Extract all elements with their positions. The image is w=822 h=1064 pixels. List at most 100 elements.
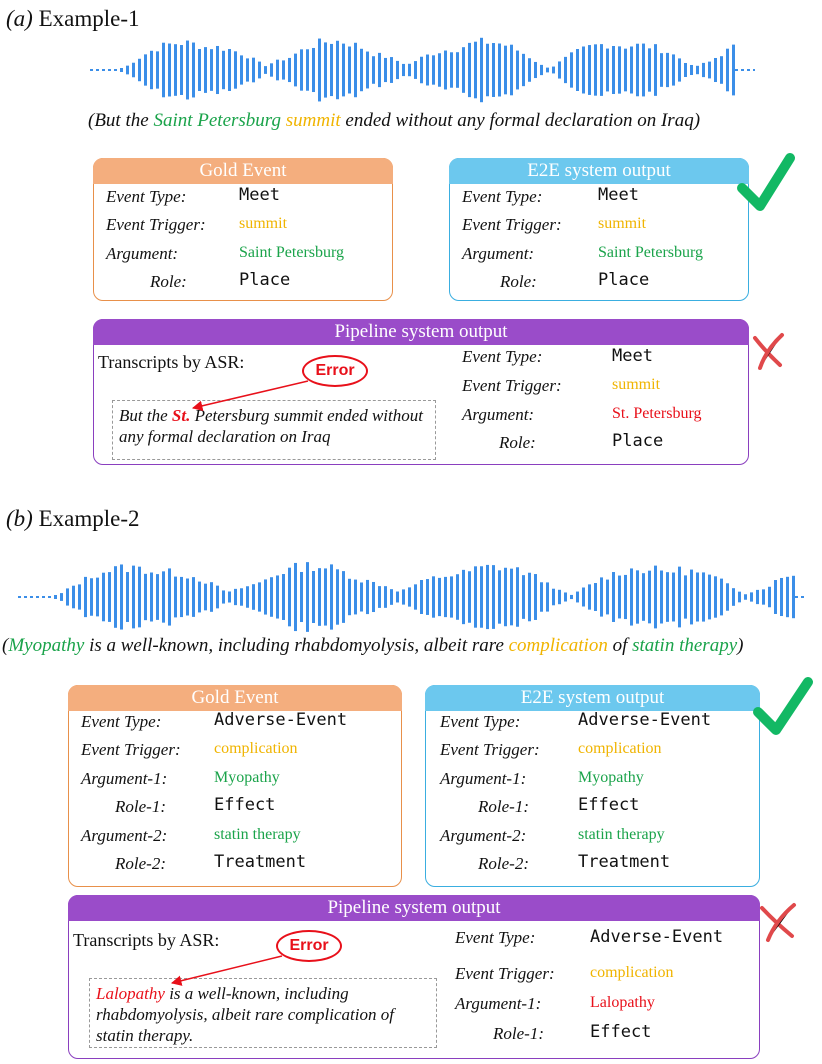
waveform-bar bbox=[462, 569, 465, 625]
waveform-bar bbox=[564, 56, 567, 84]
waveform-bar bbox=[114, 566, 117, 628]
row-value: Place bbox=[239, 270, 291, 290]
row-value: Meet bbox=[612, 346, 653, 366]
waveform-bar bbox=[354, 42, 357, 98]
row-label: Argument: bbox=[462, 244, 535, 263]
waveform-bar bbox=[210, 582, 213, 612]
waveform-bar bbox=[702, 572, 705, 622]
row-label: Event Type: bbox=[462, 187, 543, 206]
waveform-bar bbox=[300, 571, 303, 623]
row-label: Event Trigger: bbox=[106, 215, 206, 234]
waveform-bar bbox=[630, 568, 633, 626]
row-value: Myopathy bbox=[214, 769, 280, 786]
waveform-bar bbox=[84, 576, 87, 618]
waveform-bar bbox=[468, 42, 471, 98]
waveform-bar bbox=[186, 578, 189, 616]
waveform-bar bbox=[486, 43, 489, 97]
row-value: Place bbox=[598, 270, 650, 290]
waveform-bar bbox=[162, 42, 165, 98]
waveform-bar bbox=[192, 577, 195, 617]
waveform-bar bbox=[180, 576, 183, 618]
waveform-bar bbox=[60, 593, 63, 601]
waveform-bar bbox=[720, 56, 723, 84]
waveform-bar bbox=[540, 64, 543, 76]
waveform-icon bbox=[90, 37, 755, 103]
waveform-bar bbox=[396, 591, 399, 603]
waveform-bar bbox=[432, 576, 435, 618]
row-value: Effect bbox=[214, 795, 276, 815]
waveform-bar bbox=[120, 68, 123, 72]
row-value: statin therapy bbox=[578, 826, 665, 843]
waveform-bar bbox=[396, 60, 399, 80]
example-2-label: (b) Example-2 bbox=[6, 506, 140, 531]
waveform-bar bbox=[174, 44, 177, 96]
waveform-bar bbox=[372, 56, 375, 84]
waveform-bar bbox=[558, 589, 561, 605]
waveform-bar bbox=[54, 595, 57, 599]
waveform-bar bbox=[198, 581, 201, 613]
waveform-bar bbox=[366, 51, 369, 89]
waveform-bar bbox=[372, 581, 375, 613]
waveform-bar bbox=[426, 579, 429, 615]
row-value: complication bbox=[578, 740, 662, 757]
row-value: summit bbox=[239, 215, 288, 232]
waveform-bar bbox=[666, 52, 669, 88]
waveform-bar bbox=[516, 567, 519, 627]
waveform-bar bbox=[528, 572, 531, 622]
row-value: summit bbox=[612, 376, 661, 393]
waveform-bar bbox=[330, 43, 333, 97]
error-callout: Error bbox=[302, 355, 368, 387]
waveform-bar bbox=[690, 569, 693, 625]
e2e-output-box: E2E system output Event Type: Adverse-Ev… bbox=[425, 685, 760, 887]
error-callout: Error bbox=[276, 930, 342, 962]
row-label: Event Trigger: bbox=[462, 376, 562, 395]
row-label: Event Trigger: bbox=[440, 740, 540, 759]
waveform-bar bbox=[576, 591, 579, 603]
row-label: Role-1: bbox=[115, 797, 166, 816]
waveform-bar bbox=[288, 57, 291, 83]
waveform-bar bbox=[768, 586, 771, 608]
row-label: Role-1: bbox=[493, 1024, 544, 1043]
waveform-bar bbox=[222, 50, 225, 90]
waveform-bar bbox=[312, 570, 315, 624]
waveform-bar bbox=[258, 61, 261, 79]
waveform-bar bbox=[462, 47, 465, 93]
waveform-bar bbox=[690, 64, 693, 76]
row-label: Event Trigger: bbox=[81, 740, 181, 759]
waveform-bar bbox=[750, 592, 753, 602]
waveform-bar bbox=[378, 52, 381, 88]
waveform-bar bbox=[684, 62, 687, 78]
waveform-bar bbox=[642, 573, 645, 621]
row-value: Myopathy bbox=[578, 769, 644, 786]
waveform-bar bbox=[600, 44, 603, 96]
waveform-bar bbox=[480, 37, 483, 103]
waveform-bar bbox=[456, 574, 459, 620]
waveform-bar bbox=[246, 586, 249, 608]
row-value: Lalopathy bbox=[590, 994, 655, 1011]
waveform-bar bbox=[504, 45, 507, 95]
waveform-bar bbox=[330, 564, 333, 630]
waveform-bar bbox=[504, 567, 507, 627]
waveform-bar bbox=[582, 587, 585, 607]
waveform-bar bbox=[696, 65, 699, 75]
waveform-bar bbox=[720, 578, 723, 616]
row-label: Role: bbox=[500, 272, 537, 291]
waveform-bar bbox=[672, 54, 675, 86]
waveform-bar bbox=[300, 49, 303, 91]
waveform-bar bbox=[306, 562, 309, 632]
waveform-bar bbox=[636, 570, 639, 624]
waveform-bar bbox=[618, 46, 621, 94]
waveform-bar bbox=[144, 54, 147, 86]
waveform-bar bbox=[150, 572, 153, 622]
waveform-bar bbox=[180, 45, 183, 95]
waveform-bar bbox=[444, 576, 447, 618]
row-value: Treatment bbox=[578, 852, 671, 872]
waveform-bar bbox=[594, 44, 597, 96]
waveform-bar bbox=[234, 51, 237, 89]
waveform-bar bbox=[474, 41, 477, 99]
waveform-bar bbox=[162, 571, 165, 623]
example-1-label: (a) Example-1 bbox=[6, 6, 140, 31]
waveform-bar bbox=[318, 38, 321, 102]
waveform-bar bbox=[72, 585, 75, 609]
waveform-bar bbox=[510, 568, 513, 626]
